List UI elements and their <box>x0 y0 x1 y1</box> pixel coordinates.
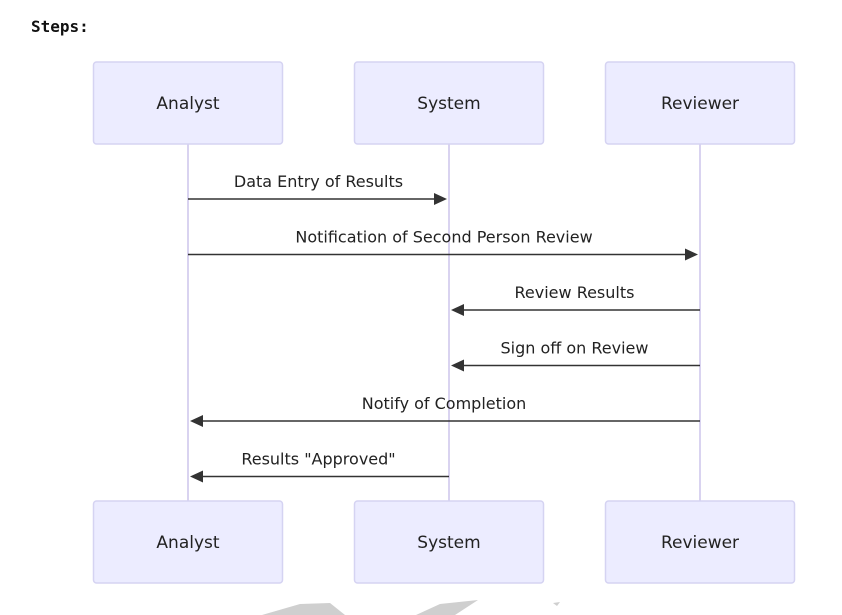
arrowhead-icon <box>685 248 698 261</box>
message-label: Data Entry of Results <box>234 172 403 191</box>
actor-reviewer-bottom: Reviewer <box>604 500 796 584</box>
watermark-shape-left <box>262 603 345 615</box>
message-6: Results "Approved" <box>190 450 449 483</box>
actor-label: Reviewer <box>661 94 739 114</box>
message-5: Notify of Completion <box>190 394 700 427</box>
message-4: Sign off on Review <box>451 339 700 372</box>
arrowhead-icon <box>190 415 203 427</box>
message-label: Review Results <box>515 283 635 302</box>
actor-label: Reviewer <box>661 533 739 553</box>
actor-label: System <box>417 533 480 553</box>
arrowhead-icon <box>451 359 464 372</box>
actor-box <box>353 61 545 145</box>
actor-reviewer-top: Reviewer <box>604 61 796 145</box>
actors-bottom: Analyst System Reviewer <box>92 500 796 584</box>
actor-box <box>92 500 284 584</box>
arrowhead-icon <box>190 470 203 483</box>
watermark-shape-right <box>416 600 478 615</box>
message-2: Notification of Second Person Review <box>188 228 698 261</box>
actor-box <box>353 500 545 584</box>
arrowhead-icon <box>434 193 447 205</box>
actor-analyst-top: Analyst <box>92 61 284 145</box>
message-label: Notification of Second Person Review <box>295 228 592 247</box>
actor-label: Analyst <box>156 94 219 114</box>
message-label: Results "Approved" <box>241 450 395 469</box>
lifelines <box>187 144 701 501</box>
actor-box <box>604 500 796 584</box>
arrowhead-icon <box>451 304 464 316</box>
message-label: Notify of Completion <box>362 394 527 413</box>
message-label: Sign off on Review <box>501 339 649 358</box>
actor-analyst-bottom: Analyst <box>92 500 284 584</box>
actor-label: Analyst <box>156 533 219 553</box>
actor-label: System <box>417 94 480 114</box>
actor-box <box>604 61 796 145</box>
actor-system-top: System <box>353 61 545 145</box>
message-1: Data Entry of Results <box>188 172 447 205</box>
actors-top: Analyst System Reviewer <box>92 61 796 145</box>
watermark-shape-dot <box>553 602 560 606</box>
actor-box <box>92 61 284 145</box>
actor-system-bottom: System <box>353 500 545 584</box>
message-3: Review Results <box>451 283 700 316</box>
page-heading: Steps: <box>31 17 89 36</box>
